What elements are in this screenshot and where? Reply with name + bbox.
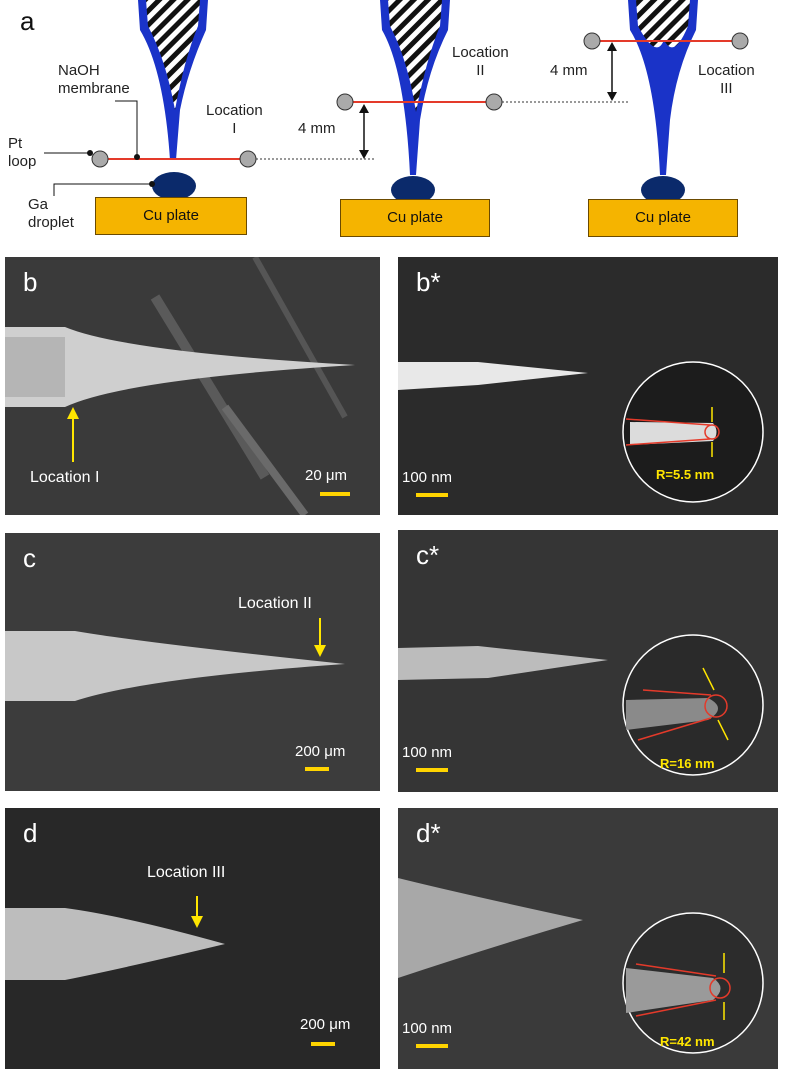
panel-letter-d: d — [23, 818, 38, 848]
cu-plate-3: Cu plate — [588, 199, 738, 237]
scale-bar-d-star — [416, 1044, 448, 1048]
cu-plate-2: Cu plate — [340, 199, 490, 237]
panel-letter-b-star: b* — [416, 267, 441, 297]
distance-label-1: 4 mm — [298, 120, 336, 137]
location-1-label: Location I — [206, 102, 263, 137]
naoh-membrane-label: NaOH membrane — [58, 62, 130, 97]
scale-bar-c-star — [416, 768, 448, 772]
scale-label-d: 200 μm — [300, 1016, 351, 1033]
ga-droplet-2 — [391, 176, 435, 204]
scale-label-c: 200 μm — [295, 743, 346, 760]
tip-image-c — [5, 618, 345, 701]
tip-image-b-star — [398, 361, 764, 503]
sem-panel-d: d Location III 200 μm — [5, 808, 380, 1069]
panel-a: a — [0, 0, 785, 250]
needle-3 — [628, 0, 698, 175]
scale-bar-b-star — [416, 493, 448, 497]
radius-label-d-star: R=42 nm — [660, 1034, 715, 1049]
tip-image-d-star — [398, 878, 764, 1054]
ga-droplet-1 — [152, 172, 196, 200]
sem-panel-d-star: d* R=42 nm 100 nm — [398, 808, 778, 1069]
panel-letter-a: a — [20, 6, 35, 36]
panel-letter-b: b — [23, 267, 38, 297]
location-label-b: Location I — [30, 469, 100, 486]
tip-image-d — [5, 896, 225, 980]
scale-label-b-star: 100 nm — [402, 469, 453, 486]
scale-bar-c — [305, 767, 329, 771]
scale-label-b: 20 μm — [305, 467, 347, 484]
panel-letter-c: c — [23, 543, 36, 573]
panel-letter-d-star: d* — [416, 818, 441, 848]
ga-droplet-3 — [641, 176, 685, 204]
location-label-d: Location III — [147, 864, 226, 881]
tip-image-c-star — [398, 634, 764, 776]
ga-droplet-label: Ga droplet — [28, 196, 74, 231]
location-3-label: Location III — [698, 62, 755, 97]
sem-panel-b: b Location I 20 μm — [5, 257, 380, 515]
radius-label-b-star: R=5.5 nm — [656, 467, 715, 482]
scale-bar-d — [311, 1042, 335, 1046]
sem-panel-c-star: c* R=16 nm 100 nm — [398, 530, 778, 792]
location-2-label: Location II — [452, 44, 509, 79]
pt-loop-label: Pt loop — [8, 135, 37, 170]
cu-plate-1: Cu plate — [95, 197, 247, 235]
sem-panel-c: c Location II 200 μm — [5, 533, 380, 791]
scale-label-c-star: 100 nm — [402, 744, 453, 761]
tip-image-b — [5, 257, 355, 515]
schematic-diagram — [44, 0, 749, 204]
location-label-c: Location II — [238, 595, 312, 612]
needle-2 — [380, 0, 450, 175]
scale-label-d-star: 100 nm — [402, 1020, 453, 1037]
sem-panel-b-star: b* R=5.5 nm 100 nm — [398, 257, 778, 515]
radius-label-c-star: R=16 nm — [660, 756, 715, 771]
panel-letter-c-star: c* — [416, 540, 440, 570]
distance-label-2: 4 mm — [550, 62, 588, 79]
needle-1 — [138, 0, 208, 160]
scale-bar-b — [320, 492, 350, 496]
